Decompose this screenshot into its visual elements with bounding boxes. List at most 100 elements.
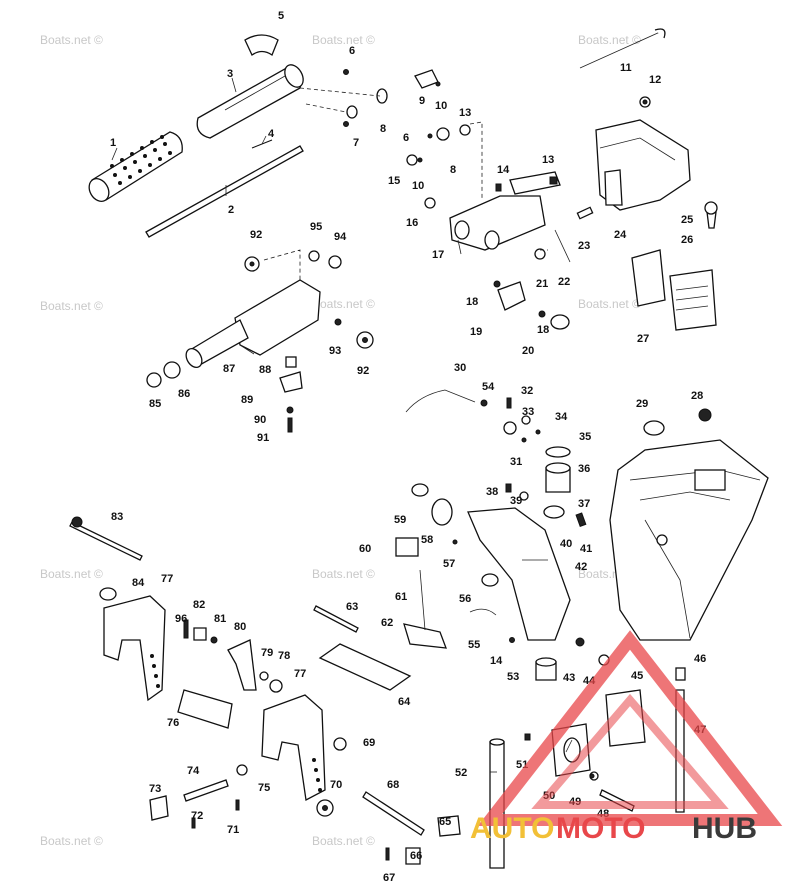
label-28: 28	[691, 390, 703, 402]
label-91: 91	[257, 432, 269, 444]
grip-end	[88, 178, 110, 202]
logo-text-moto: MOTO	[556, 812, 645, 845]
watermark: Boats.net ©	[312, 297, 375, 311]
label-15: 15	[388, 175, 400, 187]
label-84: 84	[132, 577, 145, 589]
lower-parts	[149, 569, 461, 865]
label-5: 5	[278, 10, 284, 22]
label-1: 1	[110, 137, 116, 149]
label-33: 33	[522, 406, 534, 418]
label-92: 92	[250, 229, 262, 241]
fitting-part-9	[414, 69, 439, 89]
label-13: 13	[459, 107, 471, 119]
watermark: Boats.net ©	[40, 567, 103, 581]
watermark: Boats.net ©	[578, 33, 641, 47]
label-66: 66	[410, 850, 422, 862]
label-53: 53	[507, 671, 519, 683]
label-94: 94	[334, 231, 347, 243]
clamp-bracket-right	[261, 694, 347, 817]
label-6: 6	[349, 45, 355, 57]
label-29: 29	[636, 398, 648, 410]
cover-group	[631, 249, 717, 331]
label-62: 62	[381, 617, 393, 629]
label-64: 64	[398, 696, 411, 708]
label-45: 45	[631, 670, 643, 682]
label-42: 42	[575, 561, 587, 573]
logo-text-hub: HUB	[692, 812, 757, 845]
steering-arm-group	[146, 249, 374, 433]
watermark: Boats.net ©	[312, 834, 375, 848]
pad-part-76	[177, 689, 233, 729]
label-25: 25	[681, 214, 693, 226]
tiller-handle-group	[88, 34, 441, 238]
label-7: 7	[353, 137, 359, 149]
housing-group	[576, 119, 718, 229]
label-4: 4	[268, 128, 275, 140]
housing-part-37	[609, 439, 769, 641]
grip-texture	[110, 135, 172, 185]
label-36: 36	[578, 463, 590, 475]
label-19: 19	[470, 326, 482, 338]
label-68: 68	[387, 779, 399, 791]
label-78: 78	[278, 650, 290, 662]
tube-group	[489, 654, 686, 869]
label-30: 30	[454, 362, 466, 374]
bracket-part-17	[449, 195, 546, 251]
label-8b: 8	[450, 164, 456, 176]
label-43: 43	[563, 672, 575, 684]
label-38: 38	[486, 486, 498, 498]
label-87: 87	[223, 363, 235, 375]
logo-text-auto: AUTO	[470, 812, 554, 845]
label-58: 58	[421, 534, 433, 546]
label-3: 3	[227, 68, 233, 80]
label-27: 27	[637, 333, 649, 345]
label-61: 61	[395, 591, 407, 603]
label-96: 96	[175, 613, 187, 625]
label-20: 20	[522, 345, 534, 357]
label-92b: 92	[357, 365, 369, 377]
watermark: Boats.net ©	[578, 297, 641, 311]
label-59: 59	[394, 514, 406, 526]
small-parts-28-29	[643, 408, 712, 436]
watermark: Boats.net ©	[40, 834, 103, 848]
label-24: 24	[614, 229, 627, 241]
label-8: 8	[380, 123, 386, 135]
label-31: 31	[510, 456, 522, 468]
label-75: 75	[258, 782, 270, 794]
label-89: 89	[241, 394, 253, 406]
label-46: 46	[694, 653, 706, 665]
watermark: Boats.net ©	[312, 567, 375, 581]
label-35: 35	[579, 431, 591, 443]
leader-lines	[111, 77, 573, 773]
automotohub-logo: AUTO MOTO HUB	[470, 630, 783, 845]
lever-part-80	[227, 639, 257, 691]
label-77b: 77	[294, 668, 306, 680]
label-73: 73	[149, 783, 161, 795]
label-72: 72	[191, 810, 203, 822]
label-76: 76	[167, 717, 179, 729]
label-80: 80	[234, 621, 246, 633]
cable-group	[579, 28, 666, 108]
label-88: 88	[259, 364, 271, 376]
label-70: 70	[330, 779, 342, 791]
label-57: 57	[443, 558, 455, 570]
throttle-bracket-group	[406, 121, 571, 330]
label-17: 17	[432, 249, 444, 261]
label-83: 83	[111, 511, 123, 523]
label-55: 55	[468, 639, 480, 651]
label-82: 82	[193, 599, 205, 611]
label-77: 77	[161, 573, 173, 585]
label-9: 9	[419, 95, 425, 107]
label-12: 12	[649, 74, 661, 86]
label-95: 95	[310, 221, 322, 233]
swivel-group	[405, 389, 587, 527]
yoke-part-42	[467, 507, 571, 641]
label-23: 23	[578, 240, 590, 252]
label-40: 40	[560, 538, 572, 550]
watermark: Boats.net ©	[40, 33, 103, 47]
label-41: 41	[580, 543, 592, 555]
watermark: Boats.net ©	[312, 33, 375, 47]
label-11: 11	[620, 62, 632, 74]
label-67: 67	[383, 872, 395, 884]
